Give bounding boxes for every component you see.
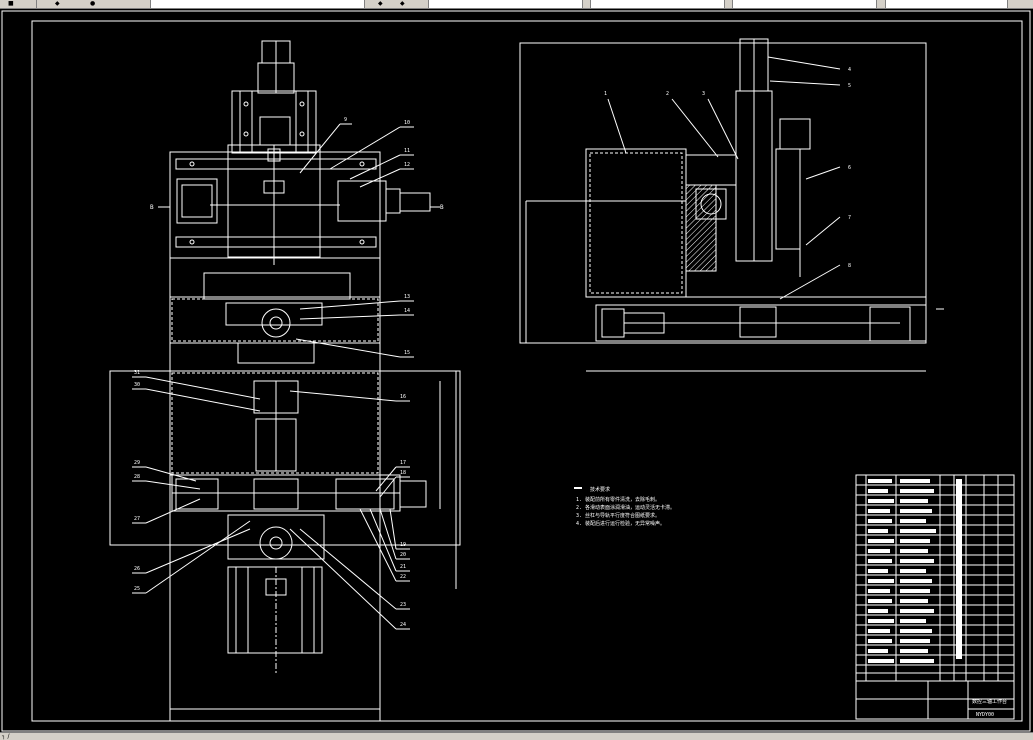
callout-4: 4 — [848, 67, 851, 73]
bulb-icon[interactable]: ● — [90, 0, 96, 7]
callout-11: 11 — [404, 148, 410, 154]
callout-15: 15 — [404, 350, 410, 356]
technical-notes: 技术要求 1. 装配前所有零件清洗，去除毛刺。 2. 各滑动表面涂润滑油，运动灵… — [574, 486, 675, 527]
drawing-name: 数控三轴工作台 — [972, 698, 1007, 705]
callout-19: 19 — [400, 542, 406, 548]
callout-26: 26 — [134, 566, 140, 572]
drawing-code: NYDY00 — [976, 712, 994, 718]
callout-30: 30 — [134, 382, 140, 388]
callout-29: 29 — [134, 460, 140, 466]
cad-drawing: B B — [1, 10, 1031, 732]
callout-8: 8 — [848, 263, 851, 269]
callout-20: 20 — [400, 552, 406, 558]
callout-3: 3 — [702, 91, 705, 97]
tech-note-1: 1. 装配前所有零件清洗，去除毛刺。 — [576, 496, 660, 503]
toolbar-separator — [36, 0, 37, 8]
callout-25: 25 — [134, 586, 140, 592]
command-line[interactable]: ┐ / — [0, 732, 1033, 740]
callout-28: 28 — [134, 474, 140, 480]
right-callouts — [607, 56, 841, 300]
callout-31: 31 — [134, 370, 140, 376]
callout-17: 17 — [400, 460, 406, 466]
callout-22: 22 — [400, 574, 406, 580]
tech-title: 技术要求 — [590, 486, 610, 493]
lineweight-dropdown[interactable] — [732, 0, 877, 8]
linetype-dropdown[interactable] — [590, 0, 725, 8]
callout-6: 6 — [848, 165, 851, 171]
title-block-text: 数控三轴工作台 NYDY00 — [972, 698, 1007, 718]
color-dropdown[interactable] — [428, 0, 583, 8]
parts-list-fills — [868, 479, 962, 663]
right-callout-labels: 1 2 3 4 5 6 7 8 — [604, 67, 851, 269]
save-icon[interactable]: ■ — [8, 0, 14, 7]
layer-dropdown[interactable] — [150, 0, 365, 8]
callout-18: 18 — [400, 470, 406, 476]
left-callout-labels: 9 10 11 12 13 14 15 16 17 18 19 20 21 22… — [134, 117, 410, 628]
toolbar: ■ ◆ ● ◆ ◆ — [0, 0, 1033, 9]
callout-14: 14 — [404, 308, 410, 314]
callout-27: 27 — [134, 516, 140, 522]
left-callouts — [132, 123, 414, 630]
parts-list — [855, 474, 1015, 720]
callout-2: 2 — [666, 91, 669, 97]
sheet-outer-border — [1, 10, 1031, 732]
layer-state-icon[interactable]: ◆ — [378, 0, 383, 7]
callout-24: 24 — [400, 622, 406, 628]
callout-1: 1 — [604, 91, 607, 97]
callout-16: 16 — [400, 394, 406, 400]
layer-previous-icon[interactable]: ◆ — [400, 0, 405, 7]
parts-list-rows — [856, 484, 1014, 674]
layer-icon[interactable]: ◆ — [55, 0, 60, 7]
drawing-canvas[interactable]: B B — [0, 9, 1033, 733]
callout-5: 5 — [848, 83, 851, 89]
callout-7: 7 — [848, 215, 851, 221]
callout-12: 12 — [404, 162, 410, 168]
callout-21: 21 — [400, 564, 406, 570]
section-label-right: B — [440, 204, 444, 211]
sheet-inner-border — [31, 20, 1023, 722]
tech-note-3: 3. 丝杠与导轨平行度符合图纸要求。 — [576, 512, 660, 519]
plotstyle-dropdown[interactable] — [885, 0, 1008, 8]
callout-13: 13 — [404, 294, 410, 300]
tech-note-2: 2. 各滑动表面涂润滑油，运动灵活无卡滞。 — [576, 504, 675, 511]
callout-10: 10 — [404, 120, 410, 126]
section-label-left: B — [150, 204, 154, 211]
left-view: B B — [109, 40, 461, 721]
tech-note-4: 4. 装配后进行运行检验，无异常噪声。 — [576, 520, 665, 527]
callout-23: 23 — [400, 602, 406, 608]
right-view — [519, 38, 944, 372]
callout-9: 9 — [344, 117, 347, 123]
